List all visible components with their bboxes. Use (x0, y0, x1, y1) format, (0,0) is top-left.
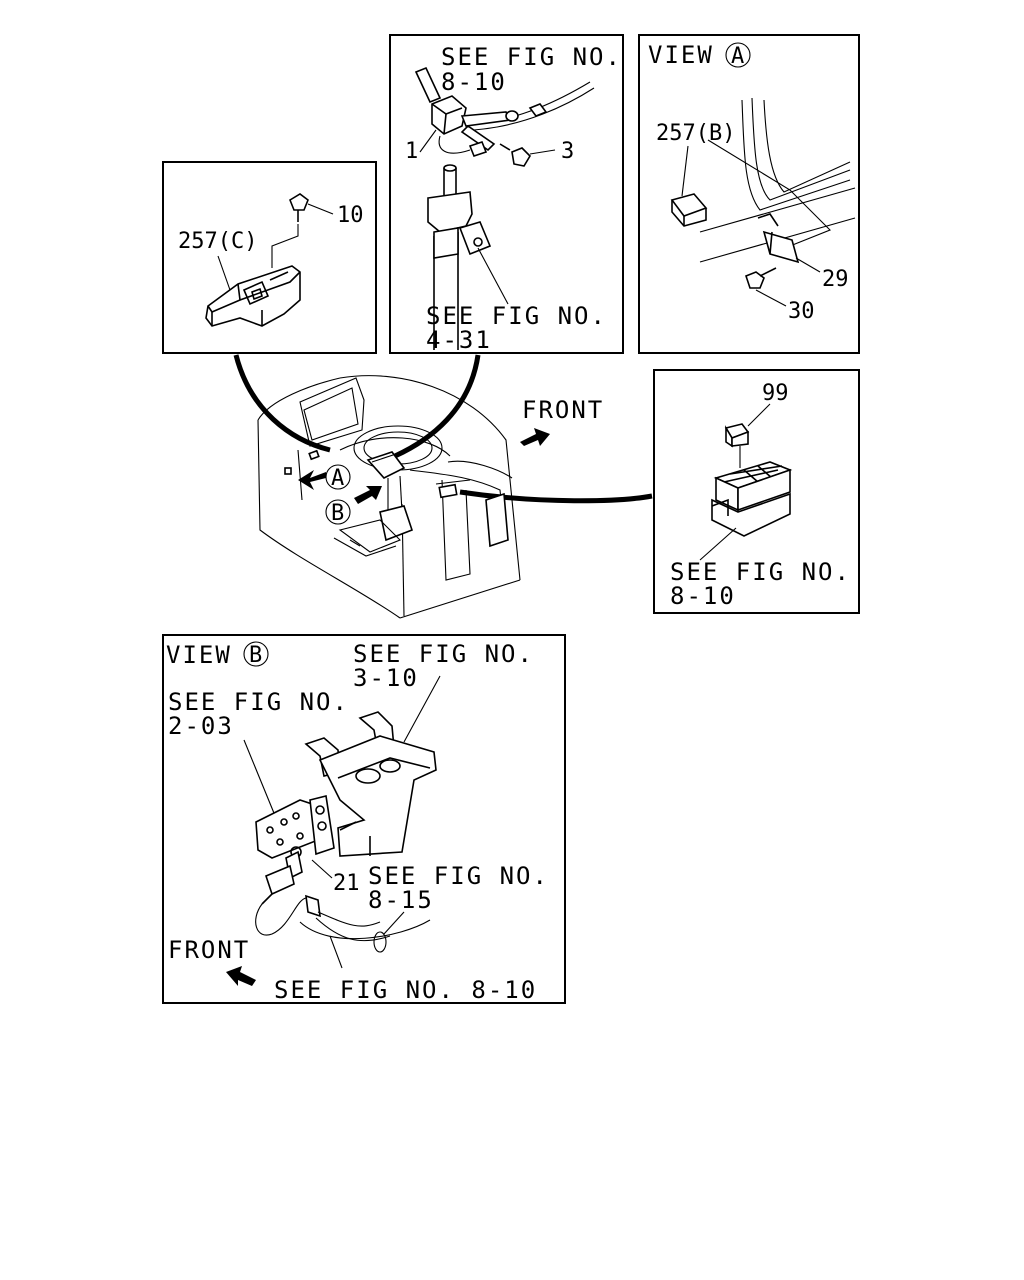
see-fig-number: 3-10 (353, 664, 419, 692)
see-fig-label: SEE FIG NO. (168, 688, 349, 716)
panel-view-a: VIEW A 257(B) 29 30 (638, 34, 860, 354)
part-label-29: 29 (822, 267, 849, 292)
view-title: VIEW (166, 641, 232, 669)
brake-switch-plate-icon (255, 795, 335, 859)
brake-switch-21-icon (261, 850, 303, 905)
bracket-29-icon (757, 213, 800, 264)
screw-10-icon (289, 193, 309, 222)
leader-arc-257c (233, 354, 331, 453)
lamp-257b-icon (670, 193, 708, 227)
bolt-30-icon (745, 267, 777, 289)
relay-99-icon (724, 423, 750, 448)
screw-3-icon (499, 143, 532, 167)
view-marker-circle (243, 641, 269, 667)
view-marker-circle (725, 42, 751, 68)
panel-combination-switch: SEE FIG NO. 8-10 1 3 (389, 34, 624, 354)
panel-view-b: VIEW B SEE FIG NO. 3-10 SEE FIG NO. 2-03 (162, 634, 566, 1004)
marker-a: A (331, 466, 344, 491)
view-marker: B (249, 643, 262, 668)
front-arrow-icon (226, 966, 256, 986)
marker-a-circle (325, 464, 351, 490)
see-fig-label: SEE FIG NO. (353, 640, 534, 668)
part-label-257b: 257(B) (656, 121, 735, 146)
panel-relay: 99 SEE FIG NO. 8-10 (653, 369, 860, 614)
part-label-30: 30 (788, 299, 815, 324)
steering-column-icon (427, 164, 492, 350)
see-fig-label: SEE FIG NO. (441, 43, 622, 71)
see-fig-number: 8-15 (368, 886, 434, 914)
combination-switch-icon (414, 66, 519, 157)
part-label-99: 99 (762, 381, 789, 406)
marker-b-circle (325, 499, 351, 525)
leader-arc-combination (393, 354, 481, 459)
front-label: FRONT (168, 936, 250, 964)
see-fig-number: 4-31 (426, 326, 492, 354)
leader-arc-relay (459, 489, 653, 504)
part-label-257c: 257(C) (178, 229, 257, 254)
part-label-3: 3 (561, 139, 574, 164)
pedal-bracket-icon (304, 711, 437, 857)
part-label-10: 10 (337, 203, 364, 228)
see-fig-label: SEE FIG NO. 8-10 (274, 976, 537, 1004)
front-label: FRONT (522, 396, 604, 424)
part-label-1: 1 (405, 139, 418, 164)
panel-257c: 257(C) 10 (162, 161, 377, 354)
relay-box-icon (711, 461, 793, 537)
view-title: VIEW (648, 41, 714, 69)
see-fig-number: 8-10 (670, 582, 736, 610)
marker-b: B (331, 501, 344, 526)
view-marker: A (731, 44, 744, 69)
switch-257c-icon (205, 265, 301, 327)
arrow-b-icon (354, 486, 382, 504)
cab-overview (257, 375, 521, 619)
front-arrow-icon (520, 428, 550, 446)
see-fig-label: SEE FIG NO. (670, 558, 851, 586)
arrow-a-icon (298, 470, 326, 490)
see-fig-label: SEE FIG NO. (426, 302, 607, 330)
see-fig-number: 8-10 (441, 68, 507, 96)
see-fig-number: 2-03 (168, 712, 234, 740)
see-fig-label: SEE FIG NO. (368, 862, 549, 890)
part-label-21: 21 (333, 871, 360, 896)
